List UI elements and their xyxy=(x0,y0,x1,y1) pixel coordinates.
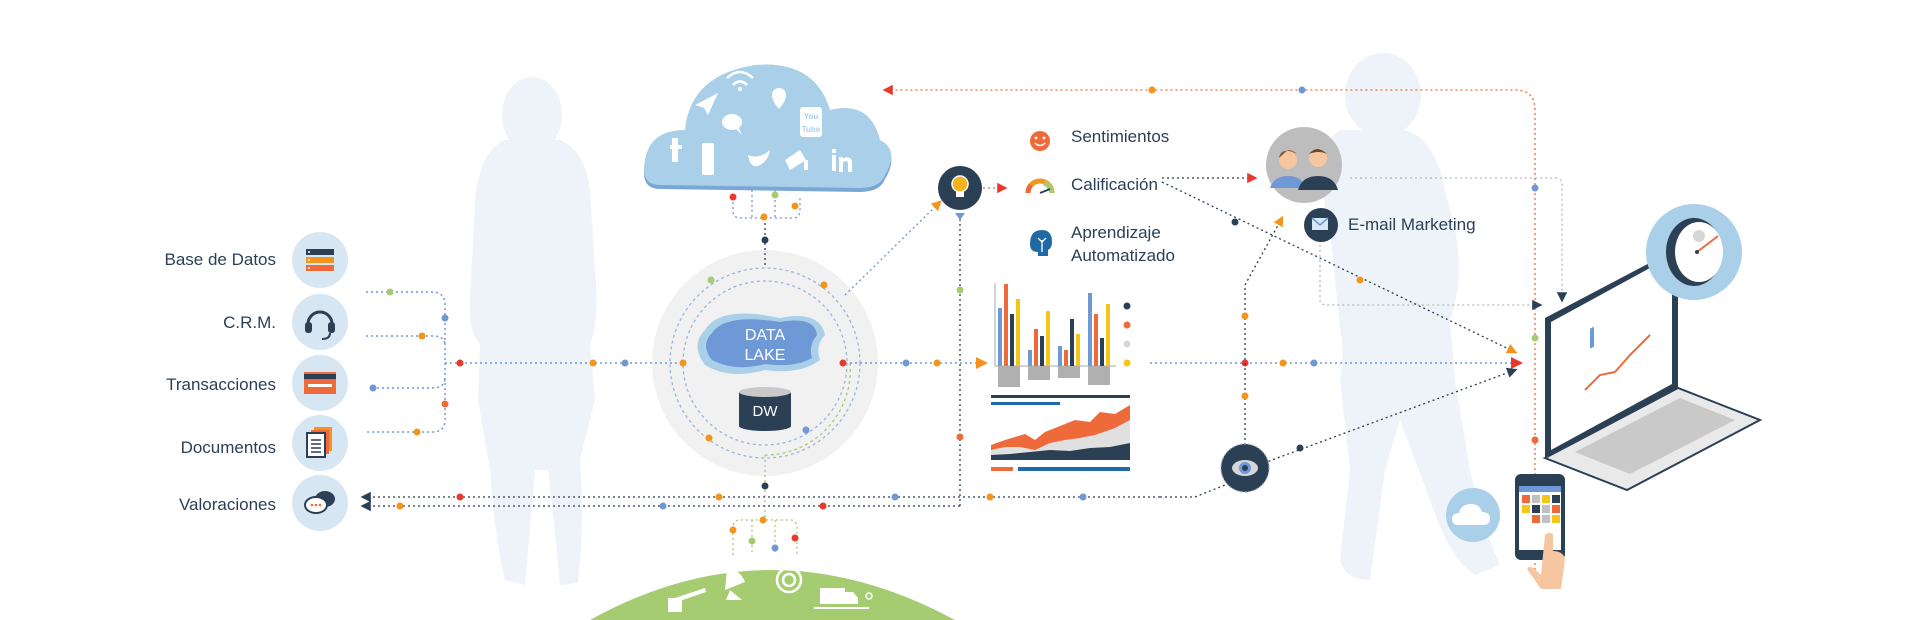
dashboard-bar xyxy=(1058,346,1062,366)
laptop-dashboard-icon xyxy=(1542,248,1763,492)
smiley-icon xyxy=(1030,131,1050,151)
phone-app-tile xyxy=(1552,495,1560,503)
dashboard-legend-dot xyxy=(1123,321,1131,329)
iot-ground xyxy=(590,566,955,620)
dashboard-chart xyxy=(991,283,1131,471)
top-return-line xyxy=(882,84,1536,580)
brain-tree-icon xyxy=(1030,230,1052,256)
documents-icon[interactable] xyxy=(292,415,348,471)
dashboard-bar xyxy=(1004,284,1008,366)
dashboard-bar xyxy=(1010,314,1014,366)
dashboard-bar xyxy=(1064,350,1068,366)
dashboard-bar xyxy=(998,308,1002,366)
source-label-database: Base de Datos xyxy=(164,250,276,269)
data-lake-line1: DATA xyxy=(745,327,786,344)
lightbulb-icon[interactable] xyxy=(938,166,982,210)
ground-connectors xyxy=(732,455,798,555)
hub-inner-ring xyxy=(682,280,848,446)
analytics-label-ml-line1[interactable]: Aprendizaje xyxy=(1071,223,1161,242)
phone-app-tile xyxy=(1522,505,1530,513)
dashboard-bar xyxy=(1046,311,1050,366)
location-pin-icon xyxy=(772,88,786,109)
dashboard-legend-dot xyxy=(1123,340,1131,348)
delivery-truck-icon xyxy=(820,588,845,604)
data-warehouse-label: DW xyxy=(753,403,779,420)
dashboard-bar xyxy=(1040,336,1044,366)
data-lake: DATA LAKE xyxy=(697,313,825,374)
source-label-crm: C.R.M. xyxy=(223,313,276,332)
youtube-icon xyxy=(800,107,822,137)
wifi-icon xyxy=(732,80,748,86)
data-lake-line2: LAKE xyxy=(745,347,786,364)
eye-icon[interactable] xyxy=(1220,443,1270,493)
phone-app-tile xyxy=(1542,495,1550,503)
source-label-ratings: Valoraciones xyxy=(178,495,276,514)
source-connectors xyxy=(366,291,1523,433)
chat-bubbles-icon[interactable] xyxy=(292,475,348,531)
dashboard-bar xyxy=(1070,319,1074,366)
dashboard-bar xyxy=(1028,350,1032,366)
radar-icon xyxy=(775,566,803,594)
phone-app-tile xyxy=(1542,515,1550,523)
phone-app-tile xyxy=(1542,505,1550,513)
analytics-label-ml-line2[interactable]: Automatizado xyxy=(1071,246,1175,265)
barrier-gate-icon xyxy=(668,598,682,612)
hub-green-arc xyxy=(764,362,851,456)
connector-dots xyxy=(369,276,1318,442)
customers-avatar-icon xyxy=(1266,127,1342,203)
twitter-icon xyxy=(748,150,770,167)
linkedin-icon xyxy=(832,155,836,171)
email-marketing-label[interactable]: E-mail Marketing xyxy=(1348,215,1476,234)
analytics-label-sentiment[interactable]: Sentimientos xyxy=(1071,127,1170,146)
data-warehouse-icon: DW xyxy=(739,387,791,431)
traffic-light-icon xyxy=(702,143,714,175)
database-icon[interactable] xyxy=(292,232,348,288)
satellite-dish-icon xyxy=(725,569,745,590)
return-lines xyxy=(360,218,1251,512)
svg-text:You: You xyxy=(804,112,819,121)
social-cloud: You Tube xyxy=(644,64,892,192)
phone-app-tile xyxy=(1522,495,1530,503)
source-label-documents: Documentos xyxy=(180,438,276,457)
gauge-icon xyxy=(1025,178,1055,194)
dashboard-legend-dot xyxy=(1123,302,1131,310)
phone-app-tile xyxy=(1532,515,1540,523)
email-icon xyxy=(1304,208,1338,242)
dashboard-bar xyxy=(1076,334,1080,366)
phone-app-tile xyxy=(1532,495,1540,503)
headset-icon[interactable] xyxy=(292,294,348,350)
facebook-icon xyxy=(672,138,678,162)
man-silhouette xyxy=(1322,53,1500,580)
woman-silhouette xyxy=(469,77,597,585)
credit-card-icon[interactable] xyxy=(292,355,348,411)
dashboard-bar xyxy=(1100,338,1104,366)
source-label-transactions: Transacciones xyxy=(166,375,276,394)
dashboard-bar xyxy=(1016,299,1020,366)
clock-icon xyxy=(1646,204,1742,300)
paper-plane-icon xyxy=(695,93,718,115)
rating-connectors xyxy=(1161,172,1568,471)
smartphone-icon xyxy=(1515,474,1565,589)
hub-to-insight-line xyxy=(844,200,942,296)
analytics-label-rating[interactable]: Calificación xyxy=(1071,175,1158,194)
dashboard-bar xyxy=(1094,314,1098,366)
dashboard-bar xyxy=(1088,293,1092,366)
phone-app-tile xyxy=(1532,505,1540,513)
phone-app-tile xyxy=(1552,505,1560,513)
dashboard-bar xyxy=(1034,329,1038,366)
dashboard-bar xyxy=(1106,304,1110,366)
svg-text:Tube: Tube xyxy=(802,125,821,134)
phone-app-tile xyxy=(1552,515,1560,523)
security-camera-icon xyxy=(785,150,806,170)
dashboard-legend-dot xyxy=(1123,359,1131,367)
chat-bubble-icon xyxy=(722,114,742,130)
cloud-icon xyxy=(1446,488,1500,542)
